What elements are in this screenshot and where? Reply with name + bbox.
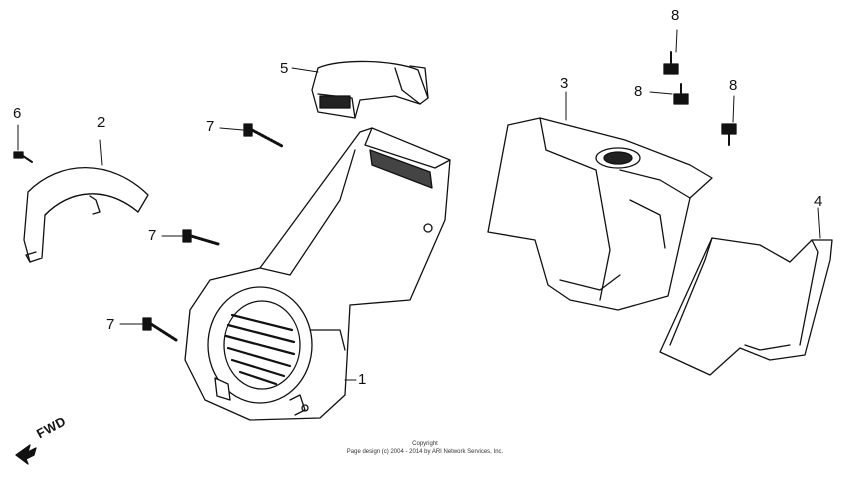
callout-2: 2 bbox=[97, 114, 106, 131]
copyright-title: Copyright bbox=[412, 441, 438, 447]
part-8-bolt-middle bbox=[649, 83, 689, 105]
callout-8-right: 8 bbox=[729, 77, 738, 94]
part-2-cover bbox=[23, 139, 149, 263]
copyright-notice: Page design (c) 2004 - 2014 by ARI Netwo… bbox=[346, 449, 504, 455]
callout-8-top: 8 bbox=[671, 7, 680, 24]
part-8-bolt-right bbox=[721, 95, 737, 146]
fwd-arrow-icon bbox=[15, 444, 37, 465]
part-5-duct bbox=[291, 60, 429, 119]
callout-4: 4 bbox=[814, 193, 823, 210]
part-7-bolt-middle bbox=[161, 229, 220, 246]
callout-3: 3 bbox=[560, 75, 569, 92]
callout-8-middle: 8 bbox=[634, 83, 643, 100]
callout-1: 1 bbox=[358, 371, 367, 388]
part-8-bolt-top bbox=[663, 29, 679, 75]
callout-5: 5 bbox=[280, 60, 289, 77]
callout-7-upper: 7 bbox=[206, 118, 215, 135]
part-3-shroud bbox=[487, 91, 713, 311]
part-1-fan-housing bbox=[184, 127, 451, 421]
callout-7-middle: 7 bbox=[148, 227, 157, 244]
callout-7-lower: 7 bbox=[106, 316, 115, 333]
part-4-cover-plate bbox=[659, 207, 833, 376]
part-6-screw bbox=[13, 124, 33, 163]
part-7-bolt-upper bbox=[219, 123, 284, 148]
part-7-bolt-lower bbox=[119, 317, 178, 342]
callout-6: 6 bbox=[13, 105, 22, 122]
